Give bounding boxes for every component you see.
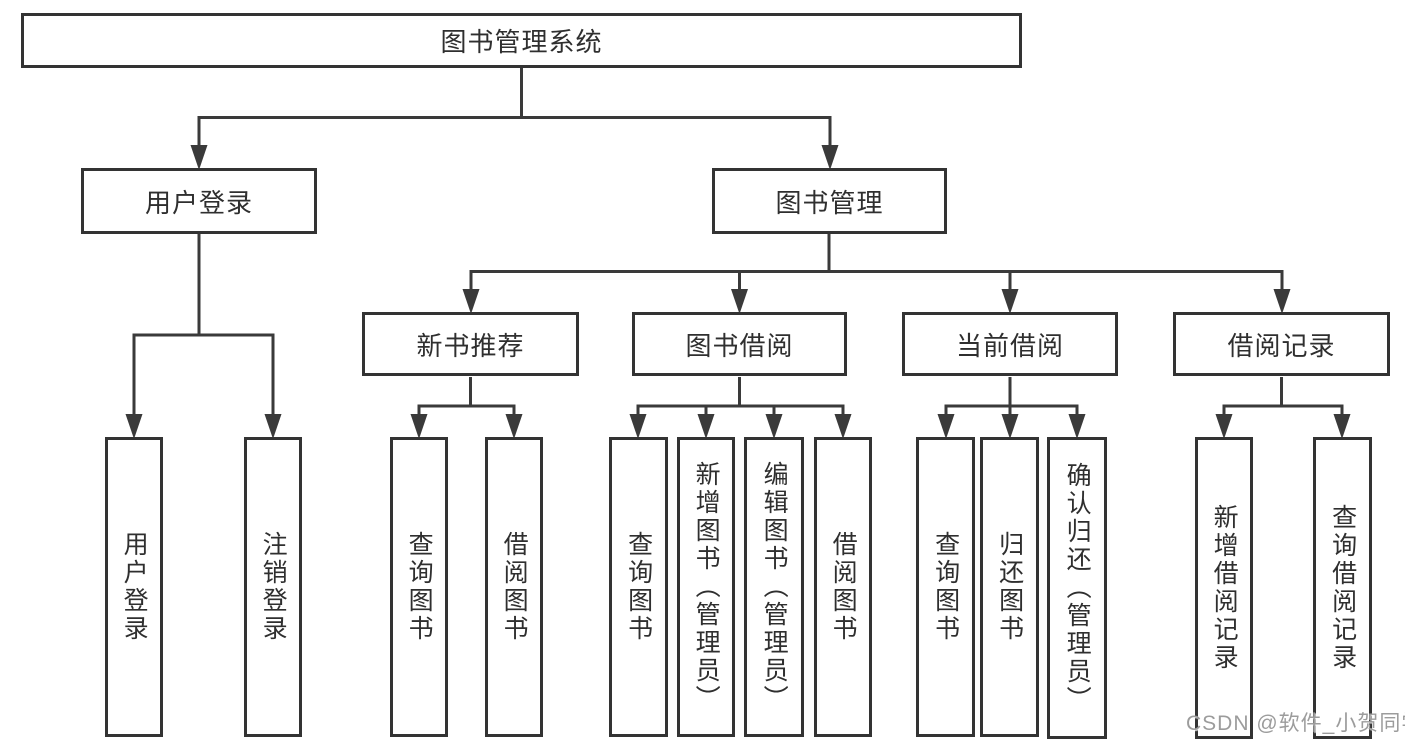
leaf-user-login: 用户登录 [105, 437, 163, 737]
leaf-add-borrow-record: 新增借阅记录 [1195, 437, 1253, 739]
branch-user-login: 用户登录 [81, 168, 317, 234]
connector-root-to-level2 [190, 68, 839, 170]
leaf-logout-login: 注销登录 [244, 437, 302, 737]
node-book-borrowing: 图书借阅 [632, 312, 847, 376]
connector-book-management-children [462, 234, 1291, 314]
leaf-query-books-recommend: 查询图书 [390, 437, 448, 737]
leaf-confirm-return-admin: 确认归还（管理员） [1047, 437, 1107, 739]
node-current-borrowing: 当前借阅 [902, 312, 1118, 376]
connector-borrowing-records-children [1215, 377, 1351, 439]
connector-book-borrowing-children [629, 377, 852, 439]
leaf-borrow-books-recommend: 借阅图书 [485, 437, 543, 737]
leaf-return-books: 归还图书 [980, 437, 1039, 737]
node-root: 图书管理系统 [21, 13, 1022, 68]
leaf-query-books-borrow: 查询图书 [609, 437, 668, 737]
leaf-query-borrow-record: 查询借阅记录 [1313, 437, 1372, 739]
connector-current-borrowing-children [937, 377, 1086, 439]
node-new-book-recommendation: 新书推荐 [362, 312, 579, 376]
branch-book-management: 图书管理 [712, 168, 947, 234]
connector-new-book-children [410, 377, 523, 439]
watermark-text: CSDN @软件_小贺同学 [1186, 712, 1405, 735]
connector-user-login-children [125, 234, 282, 439]
node-borrowing-records: 借阅记录 [1173, 312, 1390, 376]
leaf-edit-books-admin: 编辑图书（管理员） [744, 437, 804, 737]
leaf-add-books-admin: 新增图书（管理员） [677, 437, 735, 737]
leaf-borrow-books: 借阅图书 [814, 437, 872, 737]
leaf-query-books-current: 查询图书 [916, 437, 975, 737]
